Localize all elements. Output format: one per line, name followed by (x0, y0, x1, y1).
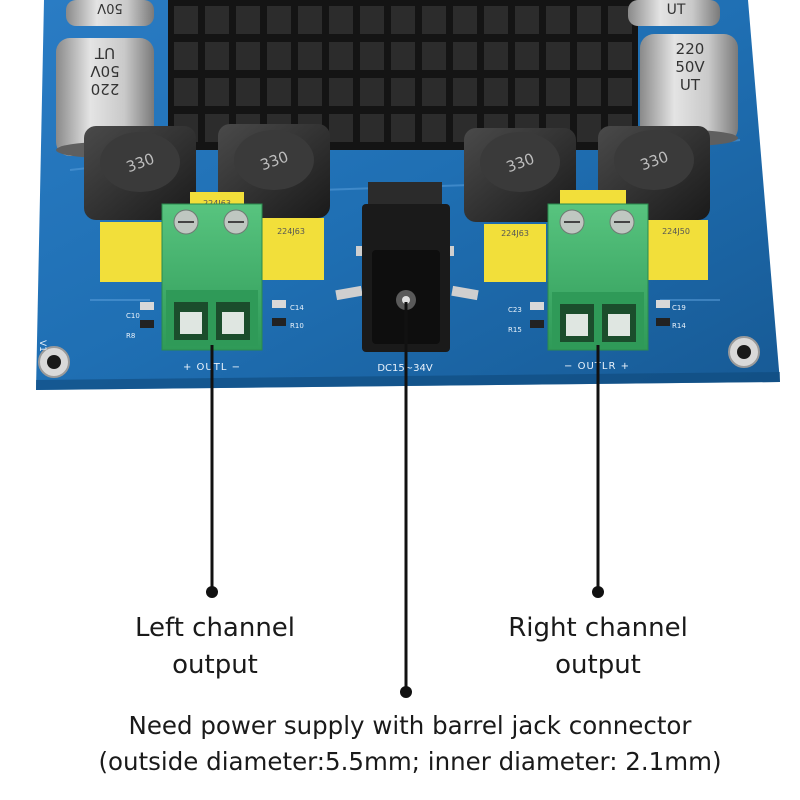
cap-ml-series: UT (94, 44, 115, 62)
cap-tl-voltage: 50V (97, 0, 123, 15)
heatsink-fin (329, 78, 353, 106)
heatsink-fin (236, 6, 260, 34)
mounting-hole-left (38, 346, 70, 378)
heatsink-fin (546, 42, 570, 70)
heatsink-fin (205, 6, 229, 34)
cap-ml-value: 220 (91, 80, 120, 98)
heatsink-fin (515, 78, 539, 106)
film-cap-left-1 (100, 222, 162, 282)
power-callout-line2: (outside diameter:5.5mm; inner diameter:… (98, 747, 722, 776)
heatsink-fin (484, 6, 508, 34)
left-channel-callout: Left channel output (95, 610, 335, 684)
cap-mr-voltage: 50V (675, 58, 705, 76)
heatsink-fin (360, 42, 384, 70)
heatsink-fin (298, 78, 322, 106)
heatsink-fin (484, 42, 508, 70)
heatsink-fin (267, 42, 291, 70)
heatsink-fin (546, 6, 570, 34)
cap-tr-series: UT (667, 2, 686, 18)
heatsink-fin (236, 78, 260, 106)
heatsink-fin (360, 6, 384, 34)
heatsink-fin (577, 78, 601, 106)
smd-label-c23: C23 (508, 306, 522, 314)
heatsink-fin (298, 42, 322, 70)
left-callout-line2: output (172, 650, 258, 680)
film-cap-right-1: 224J63 (484, 224, 546, 282)
capacitor-top-left: 50V (66, 0, 154, 26)
right-callout-line2: output (555, 650, 641, 680)
power-supply-callout: Need power supply with barrel jack conne… (40, 708, 780, 780)
heatsink-fin (577, 42, 601, 70)
power-leader-dot (400, 686, 412, 698)
heatsink-fin (329, 6, 353, 34)
heatsink-fin (205, 42, 229, 70)
heatsink-fin (422, 114, 446, 142)
film-cap-right-1-label: 224J63 (501, 229, 529, 238)
left-callout-line1: Left channel (134, 613, 296, 643)
heatsink-fin (577, 114, 601, 142)
right-channel-callout: Right channel output (478, 610, 718, 684)
heatsink-fin (391, 114, 415, 142)
heatsink-fin (298, 6, 322, 34)
heatsink-fin (453, 78, 477, 106)
heatsink-fin (422, 78, 446, 106)
heatsink-fin (329, 42, 353, 70)
heatsink-fin (546, 78, 570, 106)
heatsink-fin (267, 6, 291, 34)
callout-leaders (206, 302, 604, 698)
smd-label-r10: R10 (290, 322, 304, 330)
right-leader-dot (592, 586, 604, 598)
smd-label-r15: R15 (508, 326, 522, 334)
smd-label-r8: R8 (126, 332, 135, 340)
mounting-hole-right (728, 336, 760, 368)
film-cap-right-2: 224J50 (644, 220, 708, 280)
smd-components (140, 300, 670, 328)
film-cap-right-2-label: 224J50 (662, 227, 690, 236)
heatsink-fin (391, 6, 415, 34)
power-callout-line1: Need power supply with barrel jack conne… (128, 711, 692, 740)
heatsink-fin (515, 42, 539, 70)
right-output-terminal (547, 203, 649, 351)
inductor-3: 330 (464, 128, 576, 222)
cap-mr-value: 220 (676, 40, 705, 58)
heatsink-fin (360, 114, 384, 142)
heatsink-fin (515, 6, 539, 34)
heatsink-fin (174, 78, 198, 106)
film-cap-left-2-label: 224J63 (277, 227, 305, 236)
dc-barrel-jack (335, 182, 479, 352)
heatsink-fin (267, 78, 291, 106)
heatsink-fin (453, 6, 477, 34)
cap-ml-voltage: 50V (90, 62, 120, 80)
left-leader-dot (206, 586, 218, 598)
heatsink-fin (329, 114, 353, 142)
smd-label-r14: R14 (672, 322, 686, 330)
inductor-2: 330 (218, 124, 330, 218)
heatsink-fin (453, 42, 477, 70)
heatsink-fin (422, 6, 446, 34)
heatsink-fin (205, 78, 229, 106)
capacitor-top-right: UT (628, 0, 720, 26)
film-cap-left-2: 224J63 (258, 218, 324, 280)
heatsink-fin (391, 78, 415, 106)
version-mark: V1 (37, 340, 47, 352)
heatsink-fin (174, 6, 198, 34)
inductor-1: 330 (84, 126, 196, 220)
heatsink-fin (608, 78, 632, 106)
smd-label-c19: C19 (672, 304, 686, 312)
heatsink-fin (484, 78, 508, 106)
cap-mr-series: UT (680, 76, 701, 94)
heatsink-fin (391, 42, 415, 70)
smd-label-c10: C10 (126, 312, 140, 320)
heatsink-fin (608, 42, 632, 70)
left-output-terminal (161, 203, 263, 351)
heatsink-fin (236, 42, 260, 70)
heatsink-fin (577, 6, 601, 34)
right-callout-line1: Right channel (508, 613, 688, 643)
heatsink-fin (174, 42, 198, 70)
heatsink-fin (422, 42, 446, 70)
heatsink-fin (360, 78, 384, 106)
smd-label-c14: C14 (290, 304, 304, 312)
